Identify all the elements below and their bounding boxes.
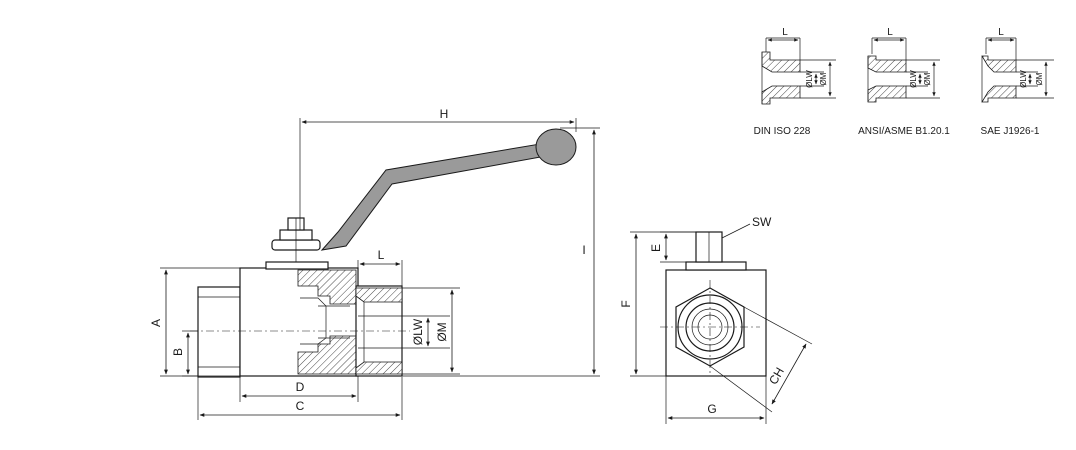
port-din-length-label: L bbox=[782, 27, 788, 38]
dim-SW: SW bbox=[721, 215, 772, 239]
port-detail-sae: L ØLW ØM SAE J1926-1 bbox=[981, 27, 1054, 137]
dim-G-label: G bbox=[707, 402, 716, 416]
dim-LW-M-side: ØLW ØM bbox=[402, 287, 460, 375]
dim-I: I bbox=[402, 127, 600, 377]
dim-C-label: C bbox=[296, 399, 305, 413]
dim-F: F bbox=[619, 231, 696, 377]
body-section-hatch-lower bbox=[297, 335, 357, 375]
dim-A: A bbox=[149, 267, 240, 377]
port-din-caption: DIN ISO 228 bbox=[754, 126, 811, 137]
left-port bbox=[197, 286, 241, 378]
dim-LW-side-label: ØLW bbox=[411, 318, 425, 345]
dim-H: H bbox=[299, 107, 577, 230]
dim-A-label: A bbox=[149, 319, 163, 327]
port-detail-ansi: L ØLW ØM ANSI/ASME B1.20.1 bbox=[858, 27, 950, 137]
stem-base bbox=[265, 261, 329, 270]
handle-knob bbox=[535, 128, 577, 166]
port-sae-inner-label: ØLW bbox=[1019, 70, 1028, 88]
dim-B-label: B bbox=[171, 348, 185, 356]
dim-I-label: I bbox=[582, 243, 585, 257]
dim-L-side: L bbox=[357, 248, 403, 286]
dim-C: C bbox=[197, 377, 403, 420]
port-sae-caption: SAE J1926-1 bbox=[981, 126, 1040, 137]
dim-F-label: F bbox=[619, 300, 633, 307]
dim-SW-label: SW bbox=[752, 215, 772, 229]
dim-D-label: D bbox=[296, 380, 305, 394]
port-ansi-caption: ANSI/ASME B1.20.1 bbox=[858, 126, 950, 137]
port-detail-din: L ØLW ØM DIN ISO 228 bbox=[754, 27, 836, 137]
ball-seat bbox=[300, 297, 327, 345]
side-view bbox=[190, 128, 577, 378]
port-din-inner-label: ØLW bbox=[805, 70, 814, 88]
port-ansi-outer-label: ØM bbox=[923, 72, 932, 85]
dim-B: B bbox=[171, 330, 198, 377]
port-ansi-length-label: L bbox=[887, 27, 893, 38]
port-ansi-inner-label: ØLW bbox=[909, 70, 918, 88]
port-sae-length-label: L bbox=[998, 27, 1004, 38]
port-sae-outer-label: ØM bbox=[1035, 72, 1044, 85]
dim-E: E bbox=[649, 231, 696, 263]
dim-L-side-label: L bbox=[378, 248, 385, 262]
port-din-outer-label: ØM bbox=[819, 72, 828, 85]
dim-E-label: E bbox=[649, 244, 663, 252]
end-view bbox=[660, 231, 767, 377]
dim-M-side-label: ØM bbox=[435, 322, 449, 341]
body-section-hatch bbox=[297, 269, 357, 305]
dim-D: D bbox=[239, 376, 359, 402]
dim-H-label: H bbox=[440, 107, 449, 121]
handle-lever bbox=[320, 143, 547, 251]
dim-G: G bbox=[665, 376, 767, 424]
